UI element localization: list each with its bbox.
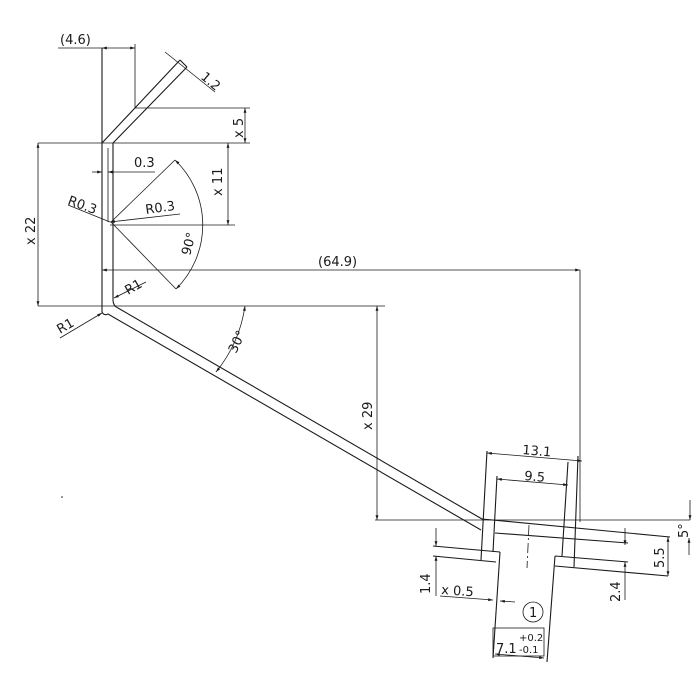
profile-outline (61, 48, 671, 663)
dim-gap: 0.3 (134, 156, 155, 171)
dim-horizontal-reach: (64.9) (318, 255, 357, 270)
dim-top-offset: (4.6) (60, 33, 91, 48)
dim-angle-90: 90° (179, 231, 199, 257)
dim-angle-30: 30° (226, 328, 249, 355)
dim-flange-height: x 5 (232, 118, 247, 138)
dim-angle-5: 5° (677, 523, 692, 538)
dim-radius-upper: R1 (123, 277, 145, 299)
dim-outer-width: 13.1 (522, 443, 552, 460)
dim-drop-height: x 29 (361, 402, 376, 430)
dim-inner-width: 9.5 (524, 469, 546, 486)
item-balloon (522, 601, 544, 623)
dim-inner-height: x 11 (211, 168, 226, 196)
tolerance-upper: +0.2 (519, 633, 543, 644)
dimension-lines (36, 44, 692, 660)
dim-rail-height: 5.5 (653, 547, 668, 568)
dim-radius-inner: R0.3 (144, 199, 176, 218)
dim-thickness: 1.2 (197, 70, 222, 95)
dim-stem-width: 7.1 (496, 642, 517, 657)
dim-radius-lower: R1 (55, 316, 77, 338)
tolerance-lower: -0.1 (519, 645, 539, 656)
dim-overall-height: x 22 (24, 217, 39, 245)
dim-radius-left: R0.3 (66, 194, 99, 218)
dim-left-step: 1.4 (419, 573, 434, 594)
item-number: 1 (529, 606, 537, 621)
dim-right-step: 2.4 (609, 581, 624, 602)
dim-chamfer: x 0.5 (441, 583, 474, 600)
